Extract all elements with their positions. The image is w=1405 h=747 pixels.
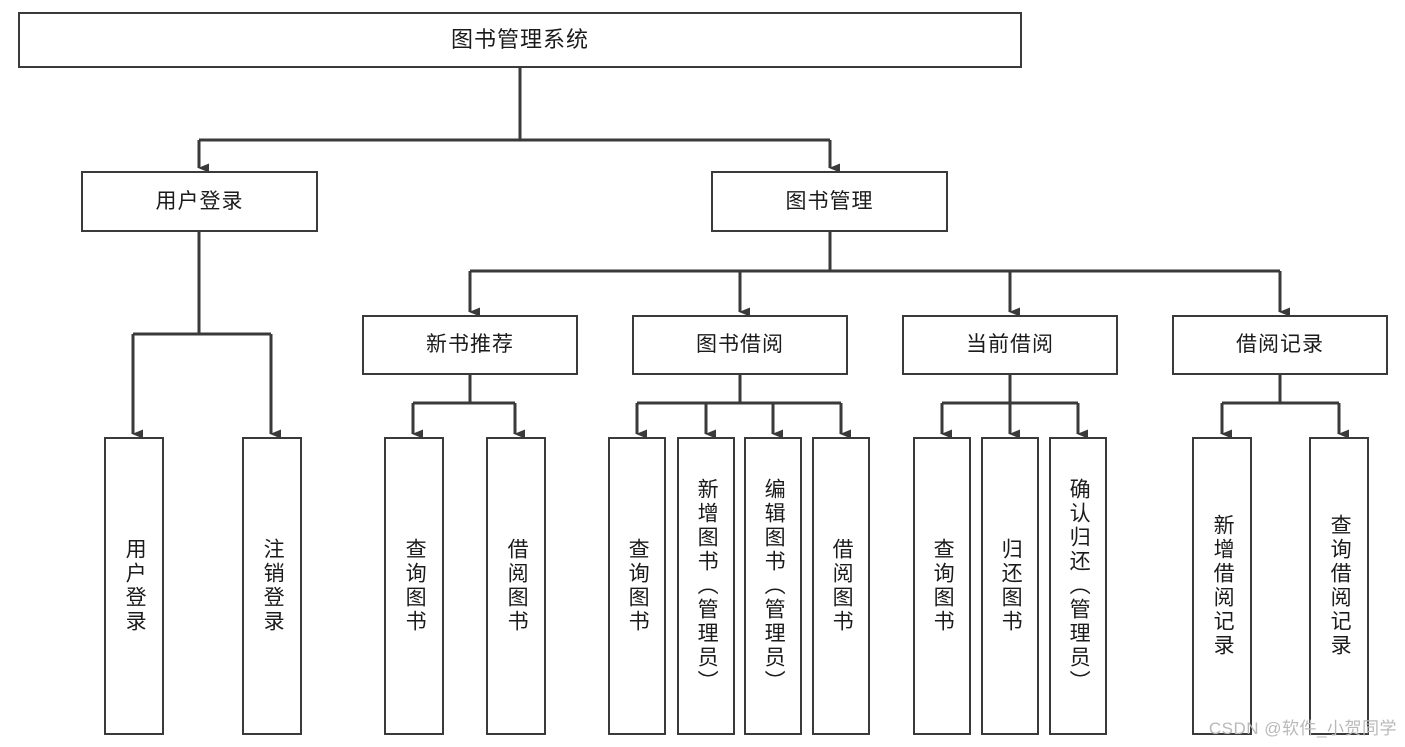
leaf-add-borrow-record[interactable]: 新增借阅记录 — [1192, 437, 1252, 735]
node-book-management[interactable]: 图书管理 — [711, 171, 948, 232]
leaf-user-login[interactable]: 用户登录 — [104, 437, 164, 735]
node-book-management-system[interactable]: 图书管理系统 — [18, 12, 1022, 68]
node-label: 图书管理 — [785, 189, 874, 213]
node-label: 查询图书 — [403, 538, 427, 634]
leaf-confirm-return-admin[interactable]: 确认归还（管理员） — [1049, 437, 1107, 735]
node-label: 图书借阅 — [696, 333, 784, 357]
leaf-query-book-recommend[interactable]: 查询图书 — [384, 437, 444, 735]
leaf-return-book[interactable]: 归还图书 — [981, 437, 1039, 735]
leaf-edit-book-admin[interactable]: 编辑图书（管理员） — [744, 437, 802, 735]
node-label: 新增借阅记录 — [1211, 514, 1235, 658]
node-label: 当前借阅 — [966, 333, 1054, 357]
node-user-login[interactable]: 用户登录 — [81, 171, 318, 232]
node-label: 借阅记录 — [1236, 333, 1324, 357]
leaf-borrow-book-borrow[interactable]: 借阅图书 — [812, 437, 870, 735]
node-borrow-record[interactable]: 借阅记录 — [1172, 315, 1388, 375]
node-label: 借阅图书 — [505, 538, 529, 634]
node-current-borrow[interactable]: 当前借阅 — [902, 315, 1118, 375]
leaf-query-book-current[interactable]: 查询图书 — [913, 437, 971, 735]
leaf-query-borrow-record[interactable]: 查询借阅记录 — [1309, 437, 1369, 735]
node-label: 图书管理系统 — [450, 26, 589, 52]
node-label: 新增图书（管理员） — [695, 478, 719, 694]
node-label: 归还图书 — [999, 538, 1023, 634]
node-label: 查询借阅记录 — [1328, 514, 1352, 658]
node-label: 编辑图书（管理员） — [762, 478, 786, 694]
node-new-book-recommend[interactable]: 新书推荐 — [362, 315, 578, 375]
node-label: 用户登录 — [123, 538, 147, 634]
node-label: 用户登录 — [155, 189, 244, 213]
node-label: 注销登录 — [261, 538, 285, 634]
node-label: 确认归还（管理员） — [1067, 478, 1091, 694]
leaf-query-book-borrow[interactable]: 查询图书 — [608, 437, 666, 735]
node-label: 查询图书 — [626, 538, 650, 634]
leaf-borrow-book-recommend[interactable]: 借阅图书 — [486, 437, 546, 735]
node-label: 新书推荐 — [426, 333, 514, 357]
node-label: 查询图书 — [931, 538, 955, 634]
leaf-logout-login[interactable]: 注销登录 — [242, 437, 302, 735]
node-book-borrow[interactable]: 图书借阅 — [632, 315, 848, 375]
node-label: 借阅图书 — [830, 538, 854, 634]
leaf-add-book-admin[interactable]: 新增图书（管理员） — [677, 437, 735, 735]
